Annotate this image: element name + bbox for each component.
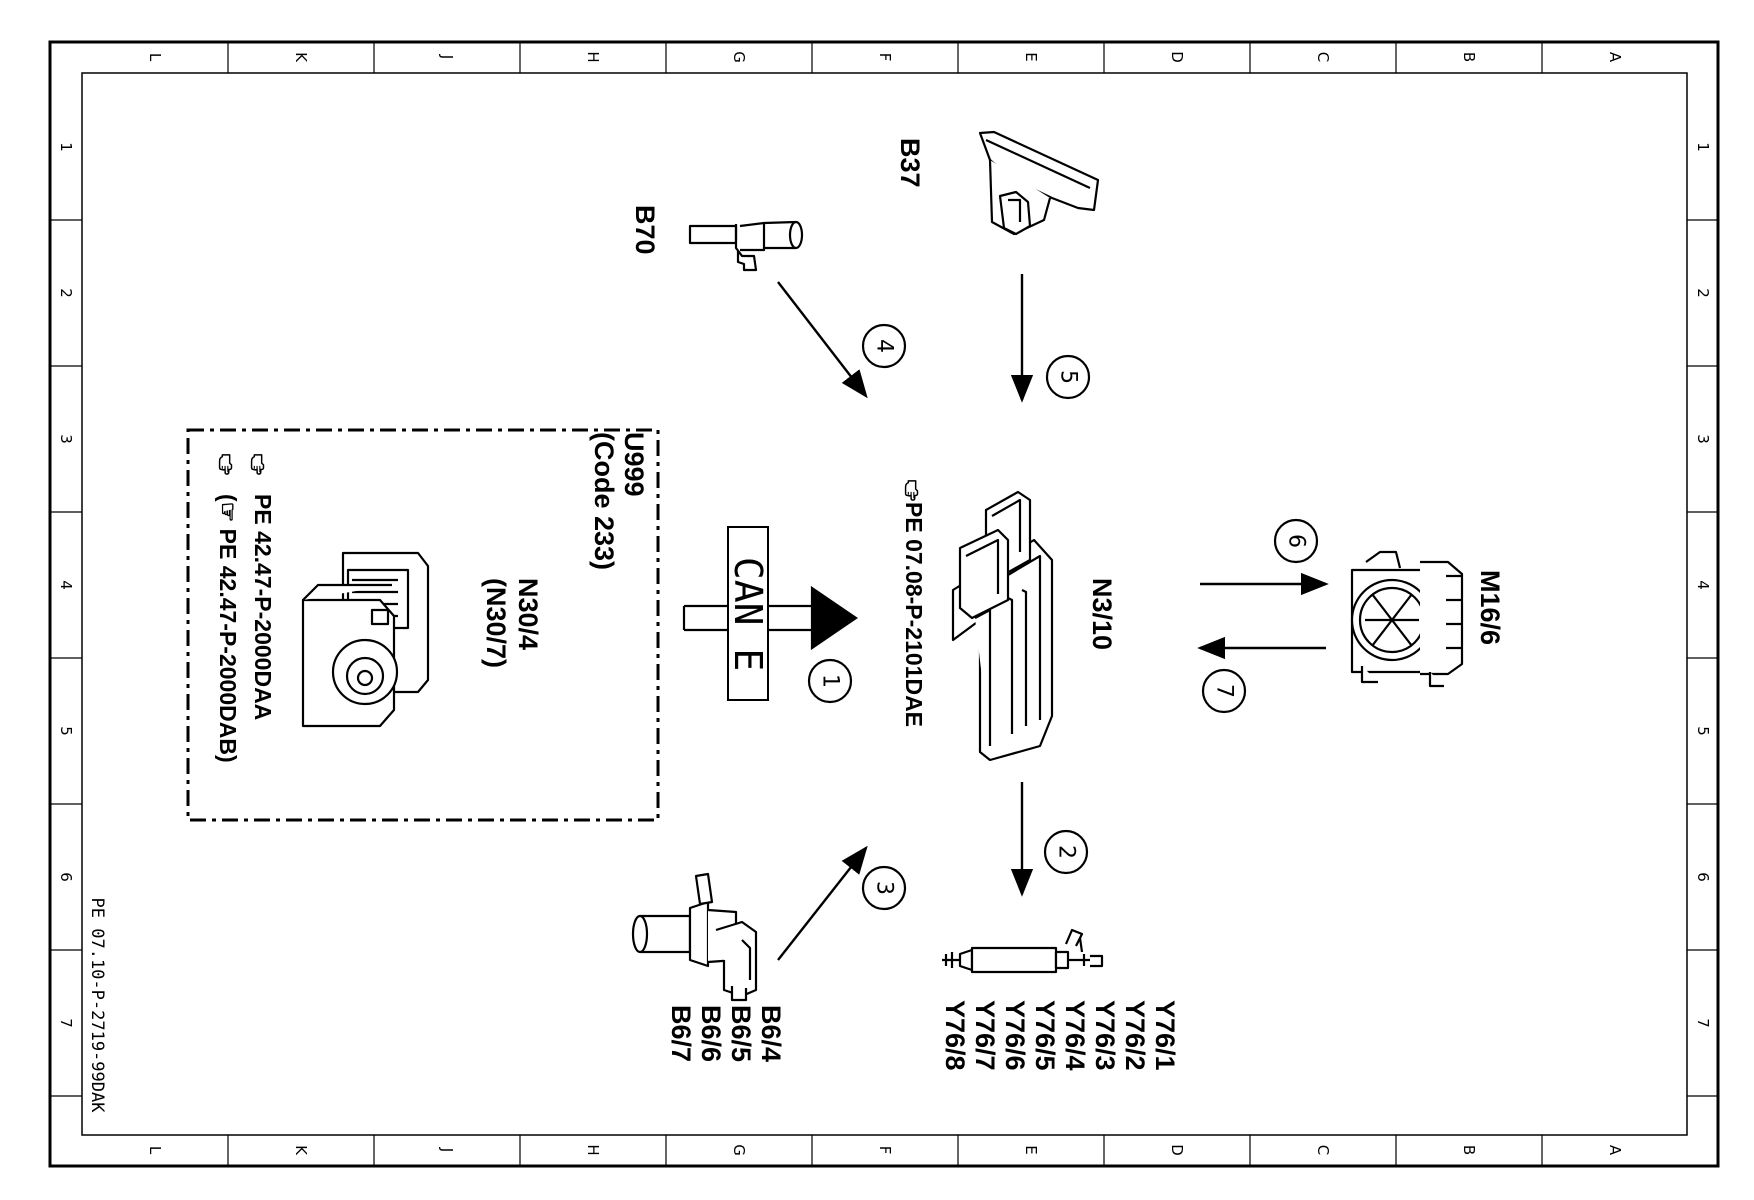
step-number-1: 1 (818, 674, 843, 688)
n30-ref-1: PE 42.47-P-2000DAA (250, 494, 276, 720)
pointing-hand-icon (250, 454, 265, 475)
grid-letter-bottom-c: C (1314, 1145, 1332, 1155)
grid-letter-bottom-d: D (1168, 1144, 1186, 1156)
can-e-bus-arrow (682, 585, 858, 651)
b37-label: B37 (895, 138, 925, 188)
b6-7-label: B6/7 (666, 1005, 696, 1062)
b70-label: B70 (630, 205, 660, 255)
n30-4-label: N30/4 (513, 578, 543, 650)
step-marker-1: 1 (807, 658, 853, 704)
step-number-7: 7 (1212, 684, 1237, 698)
y76-4-label: Y76/4 (1060, 1000, 1090, 1071)
step-marker-4: 4 (861, 323, 907, 369)
step-number-6: 6 (1284, 534, 1309, 548)
document-id: PE 07.10-P-2719-99DAK (87, 898, 107, 1114)
grid-number-right-4: 4 (1694, 580, 1712, 590)
grid-number-left-2: 2 (57, 288, 75, 298)
arrow-step-3 (777, 845, 868, 961)
step-marker-3: 3 (861, 865, 907, 911)
grid-number-right-6: 6 (1694, 872, 1712, 882)
u999-group-code: (Code 233) (589, 432, 619, 570)
b6-4-label: B6/4 (756, 1005, 786, 1062)
grid-letter-top-j: J (438, 54, 456, 59)
grid-letter-top-g: G (730, 51, 748, 63)
y76-8-label: Y76/8 (940, 1000, 970, 1071)
n30-ref-2: (☞ PE 42.47-P-2000DAB) (215, 494, 241, 763)
arrow-step-4 (777, 281, 868, 399)
grid-number-left-1: 1 (57, 142, 75, 152)
grid-letter-top-c: C (1314, 52, 1332, 62)
y76-7-label: Y76/7 (970, 1000, 1000, 1071)
step-number-2: 2 (1054, 845, 1079, 859)
n30-7-label: (N30/7) (481, 578, 511, 668)
step-number-4: 4 (872, 339, 897, 353)
grid-number-right-7: 7 (1694, 1018, 1712, 1028)
grid-letter-top-l: L (146, 53, 164, 62)
grid-letter-bottom-l: L (146, 1146, 164, 1155)
grid-number-left-4: 4 (57, 580, 75, 590)
grid-letter-bottom-b: B (1460, 1145, 1478, 1155)
grid-letter-top-a: A (1606, 52, 1624, 63)
step-marker-7: 7 (1201, 668, 1247, 714)
grid-number-right-2: 2 (1694, 288, 1712, 298)
can-e-label: CAN E (726, 557, 770, 671)
y76-5-label: Y76/5 (1030, 1000, 1060, 1071)
can-e-label-box (727, 526, 769, 701)
pointing-hand-icon (218, 454, 233, 475)
u999-group-label: U999 (619, 432, 649, 497)
step-marker-6: 6 (1273, 518, 1319, 564)
b6-5-label: B6/5 (726, 1005, 756, 1062)
grid-letter-bottom-g: G (730, 1144, 748, 1156)
m16-6-throttle-actuator-icon (1350, 550, 1464, 688)
grid-letter-bottom-e: E (1022, 1145, 1040, 1154)
grid-letter-bottom-h: H (584, 1144, 602, 1155)
grid-letter-bottom-f: F (876, 1146, 894, 1155)
y76-1-label: Y76/1 (1150, 1000, 1180, 1071)
grid-letter-top-h: H (584, 51, 602, 62)
m16-6-label: M16/6 (1475, 570, 1505, 645)
b37-pedal-sensor-icon (978, 130, 1100, 236)
grid-letter-top-d: D (1168, 51, 1186, 63)
n3-10-label: N3/10 (1087, 578, 1117, 650)
y76-3-label: Y76/3 (1090, 1000, 1120, 1071)
grid-number-left-6: 6 (57, 872, 75, 882)
grid-letter-top-b: B (1460, 52, 1478, 62)
y76-fuel-injector-icon (942, 928, 1104, 974)
step-number-5: 5 (1056, 370, 1081, 384)
b6-6-label: B6/6 (696, 1005, 726, 1062)
y76-6-label: Y76/6 (1000, 1000, 1030, 1071)
grid-letter-top-f: F (876, 53, 894, 62)
step-marker-2: 2 (1043, 829, 1089, 875)
u999-group-boundary (186, 428, 660, 822)
b70-crankshaft-sensor-icon (688, 220, 804, 272)
drawing-frame: L K J H G F E D C B A L K J H G F E D C … (48, 40, 1720, 1168)
grid-letter-top-k: K (292, 52, 310, 63)
b6-camshaft-sensor-icon (631, 872, 758, 1002)
grid-number-right-1: 1 (1694, 142, 1712, 152)
grid-number-left-7: 7 (57, 1018, 75, 1028)
grid-number-left-3: 3 (57, 434, 75, 444)
n30-4-abs-unit-icon (301, 551, 430, 728)
grid-number-left-5: 5 (57, 726, 75, 736)
y76-2-label: Y76/2 (1120, 1000, 1150, 1071)
grid-number-right-3: 3 (1694, 434, 1712, 444)
grid-letter-top-e: E (1022, 52, 1040, 61)
pointing-hand-icon (904, 480, 919, 501)
n3-10-ecu-icon (951, 490, 1054, 762)
grid-number-right-5: 5 (1694, 726, 1712, 736)
grid-letter-bottom-a: A (1606, 1145, 1624, 1156)
grid-letter-bottom-j: J (438, 1147, 456, 1152)
step-marker-5: 5 (1045, 354, 1091, 400)
grid-letter-bottom-k: K (292, 1145, 310, 1156)
n3-10-ref: PE 07.08-P-2101DAE (901, 502, 927, 727)
step-number-3: 3 (872, 881, 897, 895)
